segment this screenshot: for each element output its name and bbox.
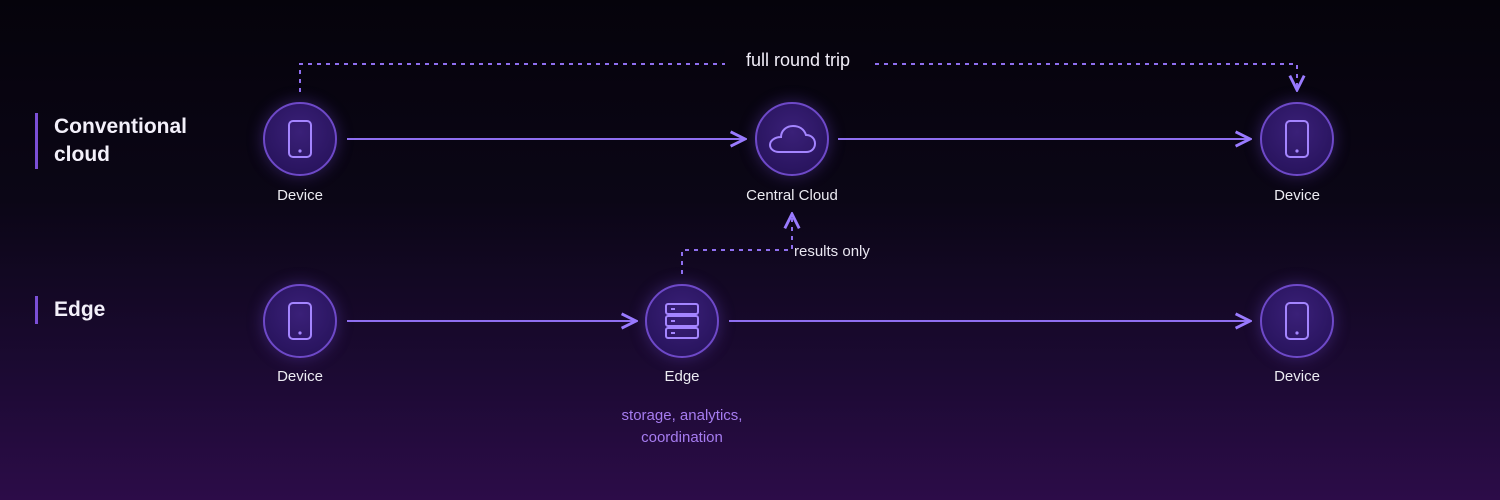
- node-edge-target-device: [1260, 284, 1334, 358]
- node-cloud-target-device: [1260, 102, 1334, 176]
- node-edge-source-device: [263, 284, 337, 358]
- node-label-edge-target: Device: [1274, 368, 1320, 385]
- phone-icon: [1285, 120, 1309, 158]
- node-label-cloud-target: Device: [1274, 187, 1320, 204]
- node-edge: [645, 284, 719, 358]
- phone-icon: [288, 302, 312, 340]
- node-label-central-cloud: Central Cloud: [746, 187, 838, 204]
- edge-roles-text: storage, analytics, coordination: [602, 405, 762, 449]
- row-label-edge: Edge: [35, 296, 105, 324]
- phone-icon: [288, 120, 312, 158]
- node-label-cloud-source: Device: [277, 187, 323, 204]
- results-only-label: results only: [794, 243, 870, 260]
- edge-roles-line-1: storage, analytics,: [621, 407, 743, 424]
- row-label-conventional-cloud: Conventional cloud: [35, 113, 214, 169]
- node-label-edge-source: Device: [277, 368, 323, 385]
- node-label-edge: Edge: [664, 368, 700, 385]
- round-trip-connector: [299, 63, 1297, 92]
- phone-icon: [1285, 302, 1309, 340]
- cloud-icon: [768, 124, 817, 153]
- results-only-connector: [681, 214, 792, 274]
- edge-roles-line-2: coordination: [641, 429, 723, 446]
- node-cloud-source-device: [263, 102, 337, 176]
- round-trip-label: full round trip: [725, 50, 871, 71]
- node-central-cloud: [755, 102, 829, 176]
- server-icon: [665, 303, 699, 339]
